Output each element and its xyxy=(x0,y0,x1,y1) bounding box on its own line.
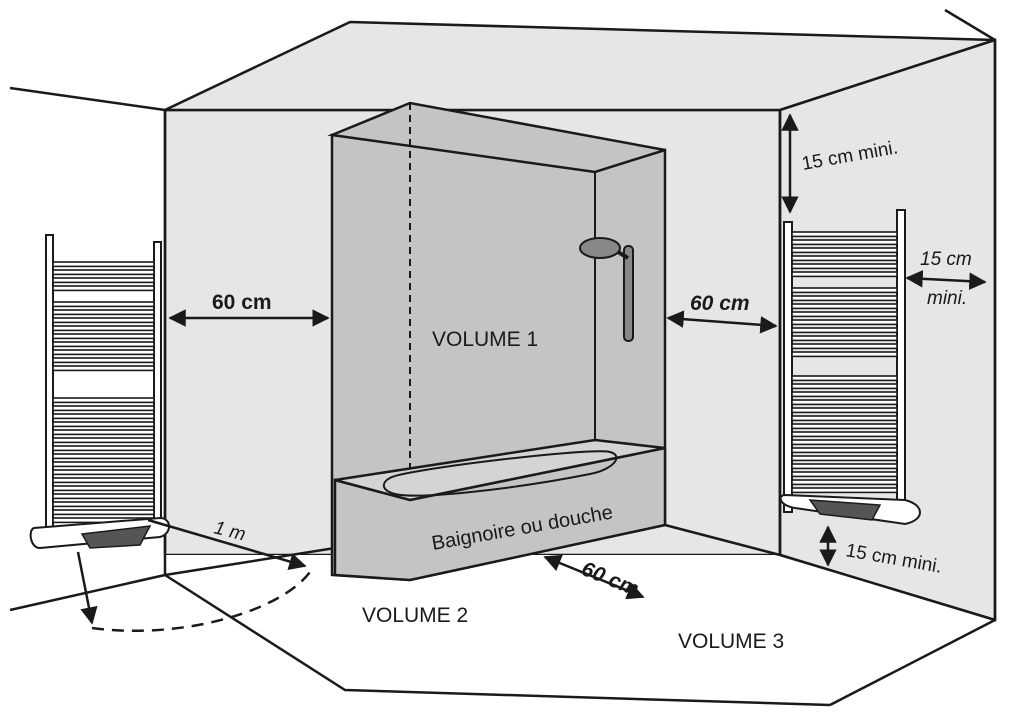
radiator-bar xyxy=(791,479,898,486)
dist-right-label: 60 cm xyxy=(690,292,750,315)
radiator-bar xyxy=(791,319,898,326)
arrow-side-15cm xyxy=(905,270,987,290)
radiator-bar xyxy=(791,287,898,294)
radiator-bar xyxy=(52,501,155,508)
radiator-bar xyxy=(791,271,898,278)
bathtub-basin xyxy=(382,450,618,497)
radiator-bar xyxy=(52,509,155,516)
radiator-bar xyxy=(52,413,155,420)
radiator-bar xyxy=(791,375,898,382)
volume-2-boundary xyxy=(164,573,831,707)
radiator-bar xyxy=(791,487,898,494)
right-radiator-icon xyxy=(779,209,921,526)
bathtub xyxy=(333,438,667,582)
radiator-bar xyxy=(791,439,898,446)
radiator-bar xyxy=(52,285,155,292)
radiator-bar xyxy=(791,311,898,318)
radiator-bar xyxy=(52,349,155,356)
radiator-bar xyxy=(52,277,155,284)
volume-3-boundary xyxy=(829,618,996,707)
radiator-bar xyxy=(791,335,898,342)
dist-left-label: 60 cm xyxy=(212,291,272,314)
arrow-right-60cm xyxy=(666,310,778,334)
radiator-bar xyxy=(52,437,155,444)
radiator-bar xyxy=(791,463,898,470)
radiator-bar xyxy=(52,309,155,316)
radius-arc xyxy=(91,571,311,632)
radiator-bar xyxy=(52,429,155,436)
radiator-bar xyxy=(52,365,155,372)
radiator-bar xyxy=(52,453,155,460)
radiator-bar xyxy=(791,263,898,270)
radiator-bar xyxy=(791,351,898,358)
radiator-bar xyxy=(52,421,155,428)
arrow-front-60cm xyxy=(543,554,645,600)
side-clearance-label-2: mini. xyxy=(927,288,967,309)
floor-left-edge xyxy=(9,573,166,612)
side-clearance-label-1: 15 cm xyxy=(920,249,972,270)
arrow-radius-1m xyxy=(147,518,307,570)
volume-2-label: VOLUME 2 xyxy=(362,604,468,627)
floor-right-edge xyxy=(779,553,996,622)
ceiling-left-edge xyxy=(9,86,166,112)
radiator-bar xyxy=(791,327,898,334)
shower-head-icon xyxy=(579,237,634,342)
radiator-bar xyxy=(791,255,898,262)
bathtub-rim xyxy=(334,438,666,502)
volume-1-top xyxy=(327,101,666,174)
floor xyxy=(0,555,995,705)
dimension-arrows xyxy=(76,113,987,632)
left-radiator-icon xyxy=(29,234,170,550)
radiator-bar xyxy=(52,301,155,308)
radiator-bar xyxy=(52,357,155,364)
radiator-bar xyxy=(52,445,155,452)
radiator-bar xyxy=(791,431,898,438)
radiator-bar xyxy=(52,341,155,348)
radiator-bar xyxy=(52,397,155,404)
radiator-bar xyxy=(791,447,898,454)
radiator-bar xyxy=(791,407,898,414)
radiator-bar xyxy=(791,343,898,350)
radiator-bar xyxy=(52,317,155,324)
floor-corner-right xyxy=(664,523,781,557)
volume-3-label: VOLUME 3 xyxy=(678,630,784,653)
radiator-bar xyxy=(52,333,155,340)
radiator-bar xyxy=(791,471,898,478)
radiator-bar xyxy=(791,415,898,422)
radiator-bar xyxy=(52,405,155,412)
radiator-bar xyxy=(791,303,898,310)
radiator-bar xyxy=(791,295,898,302)
radiator-bar xyxy=(52,485,155,492)
arrow-radius-down xyxy=(76,551,98,625)
radiator-bar xyxy=(52,325,155,332)
floor-corner-left xyxy=(164,546,336,577)
radiator-bar xyxy=(791,423,898,430)
radiator-bar xyxy=(52,469,155,476)
volume-1-label: VOLUME 1 xyxy=(432,328,538,351)
radiator-bar xyxy=(52,261,155,268)
radiator-bar xyxy=(791,391,898,398)
radiator-bar xyxy=(791,383,898,390)
radiator-bar xyxy=(52,493,155,500)
radiator-bar xyxy=(52,269,155,276)
radiator-bar xyxy=(791,239,898,246)
radiator-bar xyxy=(791,399,898,406)
radiator-bar xyxy=(791,455,898,462)
radiator-bar xyxy=(52,461,155,468)
radiator-bar xyxy=(52,477,155,484)
radiator-bar xyxy=(791,247,898,254)
ceiling-right-edge xyxy=(944,8,996,42)
radiator-bar xyxy=(791,231,898,238)
